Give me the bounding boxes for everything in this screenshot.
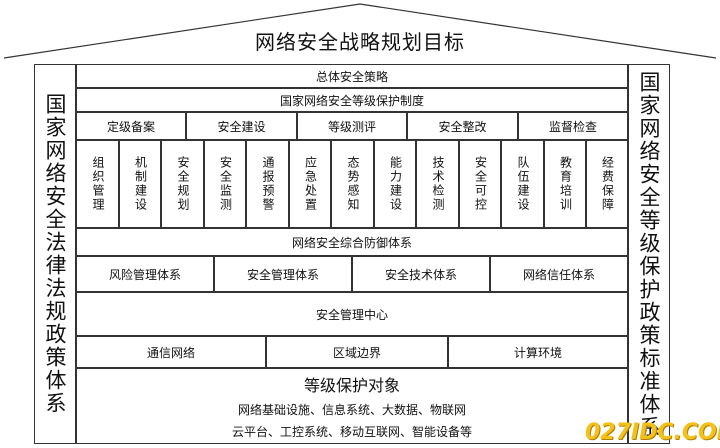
watermark-logo: 027IDC.COM bbox=[585, 420, 720, 445]
system-security-management: 安全管理体系 bbox=[214, 256, 352, 292]
management-center: 安全管理中心 bbox=[76, 292, 628, 336]
infra-communication-network: 通信网络 bbox=[76, 336, 266, 368]
infra-computing-environment: 计算环境 bbox=[448, 336, 628, 368]
protected-objects-line1: 网络基础设施、信息系统、大数据、物联网 bbox=[237, 403, 466, 417]
measure-capability-building: 能力建设 bbox=[374, 140, 416, 228]
protected-objects: 等级保护对象 网络基础设施、信息系统、大数据、物联网 云平台、工控系统、移动互联… bbox=[76, 368, 628, 444]
system-security-technology: 安全技术体系 bbox=[352, 256, 490, 292]
task-supervision-inspection: 监督检查 bbox=[518, 112, 628, 140]
task-security-construction: 安全建设 bbox=[186, 112, 297, 140]
level-tasks-row: 定级备案 安全建设 等级测评 安全整改 监督检查 bbox=[76, 112, 628, 140]
measure-alert-warning: 通报预警 bbox=[246, 140, 289, 228]
measure-education-training: 教育培训 bbox=[544, 140, 586, 228]
task-grading-filing: 定级备案 bbox=[76, 112, 186, 140]
infra-area-boundary: 区域边界 bbox=[266, 336, 448, 368]
defense-system: 网络安全综合防御体系 bbox=[76, 228, 628, 256]
measure-technical-testing: 技术检测 bbox=[416, 140, 459, 228]
protection-system: 国家网络安全等级保护制度 bbox=[76, 88, 628, 112]
page-title: 网络安全战略规划目标 bbox=[255, 30, 465, 54]
systems-row: 风险管理体系 安全管理体系 安全技术体系 网络信任体系 bbox=[76, 256, 628, 292]
measure-org-management: 组织管理 bbox=[76, 140, 119, 228]
right-pillar-label: 国家网络安全等级保护政策标准体系 bbox=[637, 71, 661, 439]
measure-funding-guarantee: 经费保障 bbox=[586, 140, 628, 228]
measure-emergency-response: 应急处置 bbox=[289, 140, 331, 228]
measure-mechanism-building: 机制建设 bbox=[119, 140, 161, 228]
left-pillar: 国家网络安全法律法规政策体系 bbox=[34, 64, 76, 444]
system-network-trust: 网络信任体系 bbox=[490, 256, 628, 292]
right-pillar: 国家网络安全等级保护政策标准体系 bbox=[628, 64, 670, 444]
measure-security-monitoring: 安全监测 bbox=[204, 140, 246, 228]
infrastructure-row: 通信网络 区域边界 计算环境 bbox=[76, 336, 628, 368]
overall-strategy: 总体安全策略 bbox=[76, 64, 628, 88]
system-risk-management: 风险管理体系 bbox=[76, 256, 214, 292]
measure-situational-awareness: 态势感知 bbox=[331, 140, 374, 228]
task-security-rectification: 安全整改 bbox=[407, 112, 518, 140]
measure-secure-controllable: 安全可控 bbox=[459, 140, 501, 228]
measures-row: 组织管理 机制建设 安全规划 安全监测 通报预警 应急处置 态势感知 能力建设 … bbox=[76, 140, 628, 228]
measure-team-building: 队伍建设 bbox=[501, 140, 544, 228]
roof-outline bbox=[3, 3, 717, 59]
measure-security-planning: 安全规划 bbox=[161, 140, 204, 228]
protected-objects-title: 等级保护对象 bbox=[303, 376, 400, 395]
left-pillar-label: 国家网络安全法律法规政策体系 bbox=[43, 93, 67, 415]
protected-objects-line2: 云平台、工控系统、移动互联网、智能设备等 bbox=[231, 425, 472, 439]
task-level-assessment: 等级测评 bbox=[297, 112, 407, 140]
